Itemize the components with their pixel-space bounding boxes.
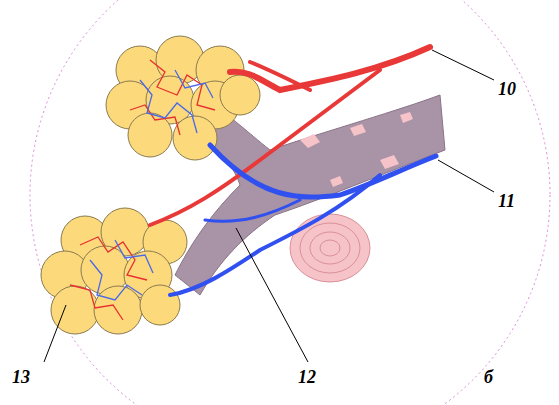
callout-number: 12	[298, 368, 316, 386]
pulmonary-vein	[170, 145, 436, 295]
callout-number: 13	[12, 368, 30, 386]
callout-number: 11	[498, 192, 515, 210]
alveoli-lower	[41, 208, 187, 334]
leader-lines	[44, 50, 494, 362]
pulmonary-artery	[150, 47, 430, 225]
callout-number: 10	[498, 80, 516, 98]
alveoli-upper	[106, 36, 260, 160]
zoom-circle	[30, 0, 550, 405]
capillaries-blue	[90, 70, 213, 300]
panel-letter: б	[484, 368, 493, 386]
capillaries-red	[70, 60, 215, 320]
cut-branch	[290, 214, 370, 282]
